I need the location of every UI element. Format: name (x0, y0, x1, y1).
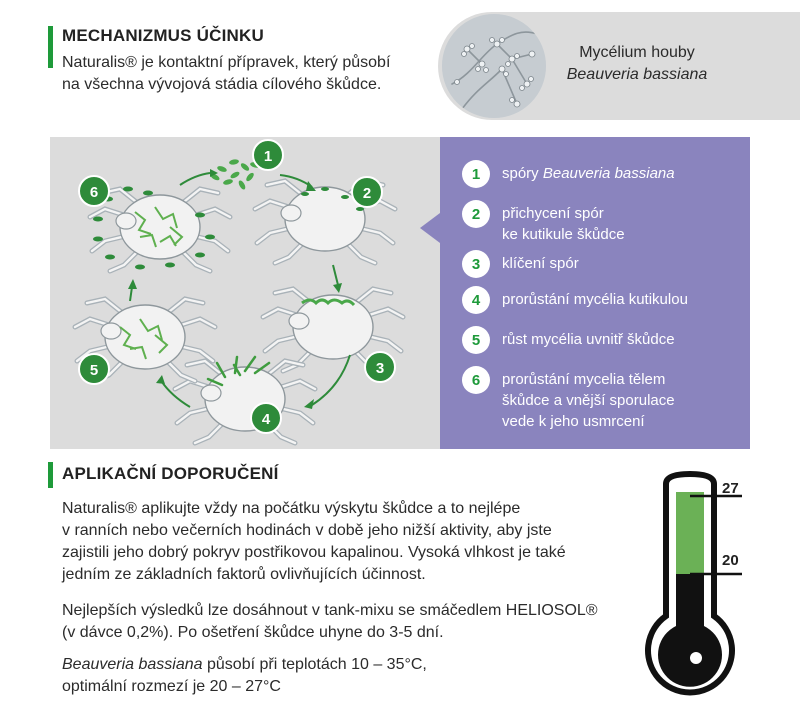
text-line: (v dávce 0,2%). Po ošetření škůdce uhyne… (62, 624, 444, 641)
legend-number: 2 (462, 200, 490, 228)
mechanism-line-2: na všechna vývojová stádia cílového škůd… (62, 76, 382, 93)
legend-text: prorůstání mycélia kutikulou (502, 291, 688, 308)
lifecycle-legend (440, 137, 750, 449)
application-paragraph-2: Nejlepších výsledků lze dosáhnout v tank… (62, 600, 598, 644)
stage-2-label: 2 (363, 185, 371, 202)
legend-item-3: 3 klíčení spór (462, 250, 579, 278)
stage-5-label: 5 (90, 362, 98, 379)
fungus-caption-line-1: Mycélium houby (579, 44, 695, 61)
stage-3-label: 3 (376, 360, 384, 377)
legend-number: 4 (462, 286, 490, 314)
optimal-range: optimální rozmezí je 20 – 27°C (62, 678, 281, 695)
text-line: v ranních nebo večerních hodinách v době… (62, 522, 552, 539)
section-marker (48, 26, 53, 68)
legend-item-2: 2 přichycení spór ke kutikule škůdce (462, 200, 625, 245)
legend-text: prorůstání mycelia tělem škůdce a vnější… (502, 371, 675, 430)
fungus-callout-end (700, 12, 800, 120)
fungus-micrograph (442, 14, 546, 118)
legend-text: klíčení spór (502, 255, 579, 272)
legend-number: 5 (462, 326, 490, 354)
legend-item-5: 5 růst mycélia uvnitř škůdce (462, 326, 675, 354)
temperature-range: působí při teplotách 10 – 35°C, (202, 656, 427, 673)
text-line: Beauveria bassiana působí při teplotách … (62, 654, 427, 676)
legend-item-1: 1 spóry Beauveria bassiana (462, 160, 675, 188)
legend-text: spóry Beauveria bassiana (502, 160, 675, 184)
mechanism-text: Naturalis® je kontaktní přípravek, který… (62, 52, 390, 96)
fungus-caption: Mycélium houby Beauveria bassiana (562, 42, 712, 86)
section-marker (48, 462, 53, 488)
mechanism-heading: MECHANIZMUS ÚČINKU (62, 26, 264, 45)
legend-text: přichycení spór ke kutikule škůdce (502, 205, 625, 243)
thermometer-lower-label: 20 (722, 552, 739, 569)
stage-3-badge: 3 (364, 351, 396, 383)
text-line: Nejlepších výsledků lze dosáhnout v tank… (62, 602, 598, 619)
legend-text: růst mycélia uvnitř škůdce (502, 331, 675, 348)
mechanism-line-1: Naturalis® je kontaktní přípravek, který… (62, 54, 391, 71)
stage-4-label: 4 (262, 411, 271, 428)
legend-species: Beauveria bassiana (542, 165, 675, 182)
application-heading: APLIKAČNÍ DOPORUČENÍ (62, 464, 279, 483)
text-line: jedním ze základních faktorů ovlivňující… (62, 566, 426, 583)
legend-item-4: 4 prorůstání mycélia kutikulou (462, 286, 688, 314)
application-paragraph-1: Naturalis® aplikujte vždy na počátku výs… (62, 498, 566, 586)
text-line: Naturalis® aplikujte vždy na počátku výs… (62, 500, 521, 517)
stage-6-badge: 6 (78, 175, 110, 207)
stage-1-label: 1 (264, 148, 272, 165)
legend-number: 1 (462, 160, 490, 188)
legend-number: 3 (462, 250, 490, 278)
stage-5-badge: 5 (78, 353, 110, 385)
text-line: zajistili jeho dobrý pokryv postřikovou … (62, 544, 566, 561)
stage-6-label: 6 (90, 184, 98, 201)
species-name: Beauveria bassiana (62, 656, 203, 673)
legend-item-6: 6 prorůstání mycelia tělem škůdce a vněj… (462, 366, 675, 432)
legend-pointer (420, 213, 440, 243)
application-paragraph-3: Beauveria bassiana působí při teplotách … (62, 654, 427, 698)
fungus-species: Beauveria bassiana (566, 66, 708, 83)
thermometer (630, 470, 760, 700)
legend-text-part: spóry (502, 165, 543, 182)
stage-2-badge: 2 (351, 176, 383, 208)
stage-4-badge: 4 (250, 402, 282, 434)
stage-1-badge: 1 (252, 139, 284, 171)
lifecycle-diagram: 1 2 3 4 5 6 (50, 137, 440, 449)
thermometer-upper-label: 27 (722, 480, 739, 497)
legend-number: 6 (462, 366, 490, 394)
